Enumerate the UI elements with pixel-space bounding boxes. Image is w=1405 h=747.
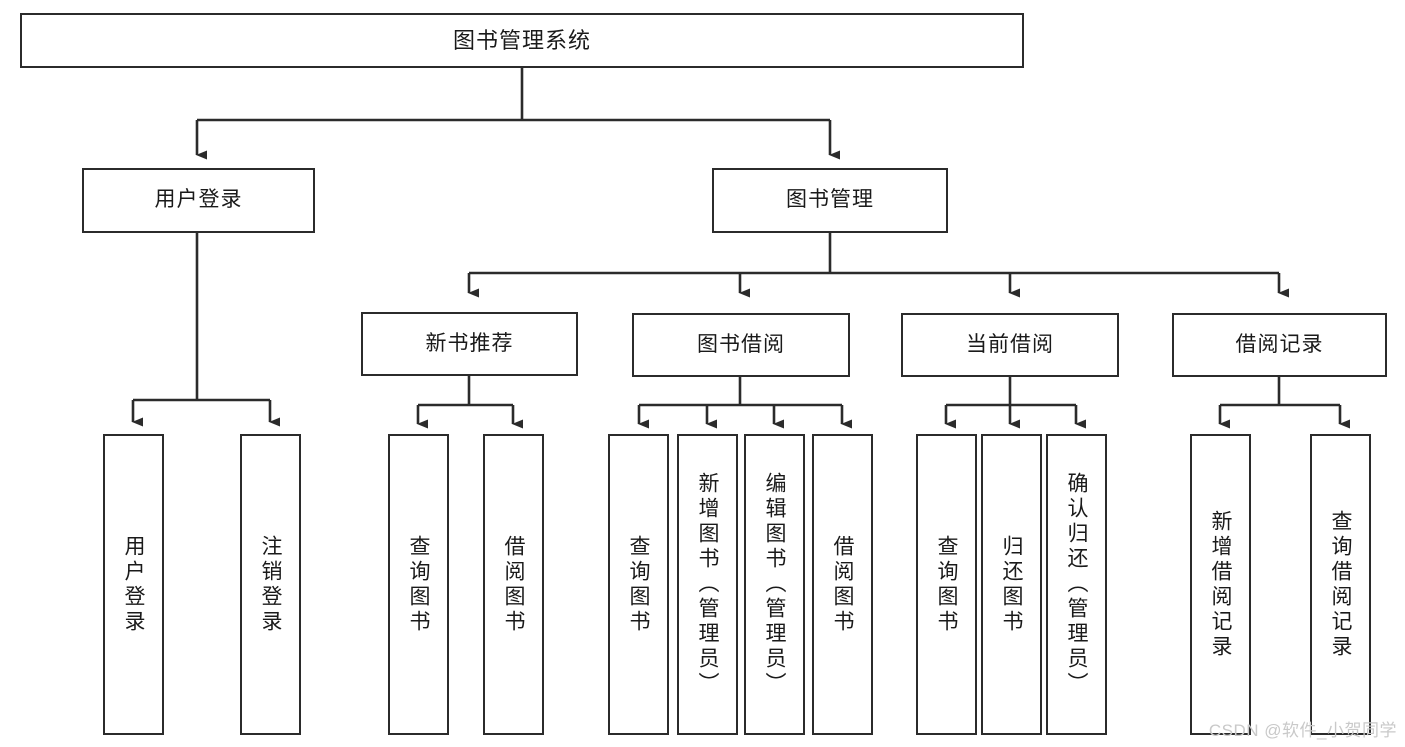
leaf-query-book-1[interactable]: 查询图书 <box>388 434 449 735</box>
node-new-book-recommend-label: 新书推荐 <box>425 331 514 355</box>
node-root[interactable]: 图书管理系统 <box>20 13 1024 68</box>
node-book-manage-label: 图书管理 <box>786 188 874 212</box>
leaf-add-book[interactable]: 新增图书（管理员） <box>677 434 738 735</box>
node-user-login[interactable]: 用户登录 <box>82 168 315 233</box>
leaf-query-book-3-label: 查询图书 <box>935 534 958 635</box>
node-current-borrow[interactable]: 当前借阅 <box>901 313 1119 377</box>
leaf-query-book-1-label: 查询图书 <box>407 534 430 635</box>
leaf-borrow-book-1-label: 借阅图书 <box>502 534 525 635</box>
leaf-return-book[interactable]: 归还图书 <box>981 434 1042 735</box>
leaf-query-record[interactable]: 查询借阅记录 <box>1310 434 1371 735</box>
leaf-add-book-label: 新增图书（管理员） <box>696 472 719 697</box>
leaf-confirm-return-label: 确认归还（管理员） <box>1065 472 1088 697</box>
leaf-logout-login-label: 注销登录 <box>259 534 282 635</box>
leaf-confirm-return[interactable]: 确认归还（管理员） <box>1046 434 1107 735</box>
node-book-manage[interactable]: 图书管理 <box>712 168 948 233</box>
node-book-borrow-label: 图书借阅 <box>697 332 785 356</box>
leaf-edit-book[interactable]: 编辑图书（管理员） <box>744 434 805 735</box>
leaf-edit-book-label: 编辑图书（管理员） <box>763 472 786 697</box>
leaf-user-login-label: 用户登录 <box>122 534 145 635</box>
leaf-logout-login[interactable]: 注销登录 <box>240 434 301 735</box>
leaf-add-record-label: 新增借阅记录 <box>1209 509 1232 660</box>
node-borrow-record[interactable]: 借阅记录 <box>1172 313 1387 377</box>
node-current-borrow-label: 当前借阅 <box>966 332 1054 356</box>
leaf-borrow-book-1[interactable]: 借阅图书 <box>483 434 544 735</box>
leaf-query-book-2[interactable]: 查询图书 <box>608 434 669 735</box>
node-borrow-record-label: 借阅记录 <box>1235 332 1324 356</box>
leaf-user-login[interactable]: 用户登录 <box>103 434 164 735</box>
leaf-borrow-book-2-label: 借阅图书 <box>831 534 854 635</box>
node-new-book-recommend[interactable]: 新书推荐 <box>361 312 578 376</box>
leaf-borrow-book-2[interactable]: 借阅图书 <box>812 434 873 735</box>
node-root-label: 图书管理系统 <box>452 27 591 53</box>
leaf-query-book-2-label: 查询图书 <box>627 534 650 635</box>
watermark: CSDN @软件_小贺同学 <box>1208 721 1397 740</box>
leaf-query-record-label: 查询借阅记录 <box>1329 509 1352 660</box>
leaf-add-record[interactable]: 新增借阅记录 <box>1190 434 1251 735</box>
leaf-query-book-3[interactable]: 查询图书 <box>916 434 977 735</box>
node-user-login-label: 用户登录 <box>154 188 243 212</box>
leaf-return-book-label: 归还图书 <box>1000 534 1023 635</box>
node-book-borrow[interactable]: 图书借阅 <box>632 313 850 377</box>
